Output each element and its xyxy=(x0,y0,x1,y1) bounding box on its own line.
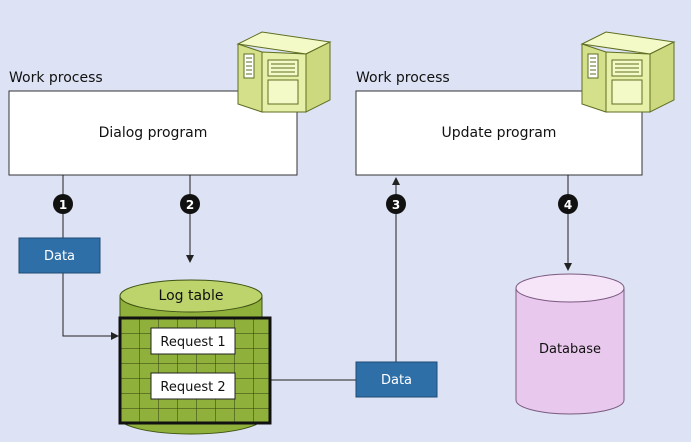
database-cylinder xyxy=(515,273,625,415)
database-label: Database xyxy=(539,342,601,357)
left-work-process-title: Work process xyxy=(9,70,103,86)
log-table-label: Log table xyxy=(159,288,224,304)
data-box-left xyxy=(18,237,101,274)
data-box-left-label: Data xyxy=(44,249,75,264)
request-2-label: Request 2 xyxy=(160,380,225,395)
step-3-badge: 3 xyxy=(386,194,406,214)
step-2-badge: 2 xyxy=(180,194,200,214)
svg-text:3: 3 xyxy=(392,198,400,212)
data-box-right-label: Data xyxy=(381,373,412,388)
server-icon-right xyxy=(580,31,676,113)
svg-text:1: 1 xyxy=(59,198,67,212)
svg-text:2: 2 xyxy=(186,198,194,212)
right-work-process-title: Work process xyxy=(356,70,450,86)
request-1-box xyxy=(150,327,236,355)
request-1-label: Request 1 xyxy=(160,335,225,350)
data-box-right xyxy=(355,361,438,398)
svg-text:4: 4 xyxy=(564,198,572,212)
request-2-box xyxy=(150,372,236,400)
dialog-program-label: Dialog program xyxy=(99,125,208,141)
server-icon-left xyxy=(236,31,332,113)
step-4-badge: 4 xyxy=(558,194,578,214)
connector-data-to-log xyxy=(62,273,119,340)
step-1-badge: 1 xyxy=(53,194,73,214)
update-program-label: Update program xyxy=(442,125,557,141)
